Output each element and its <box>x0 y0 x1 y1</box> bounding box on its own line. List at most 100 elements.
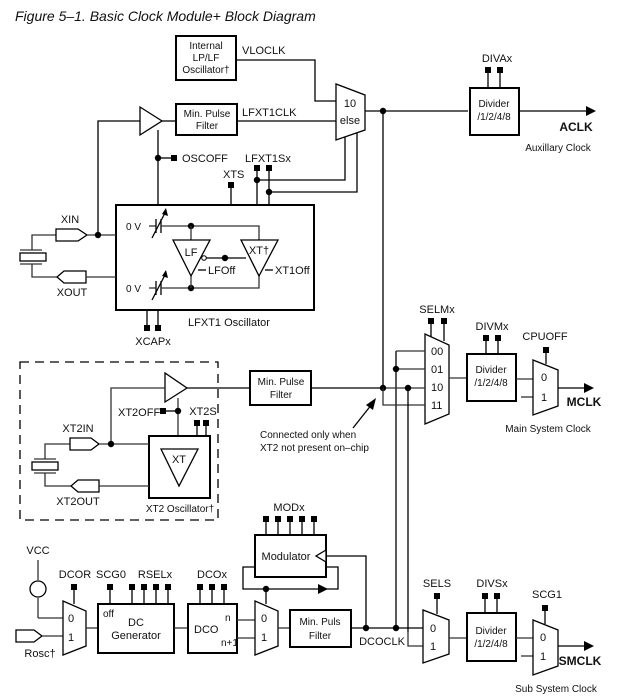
dc-off-label: off <box>103 609 114 620</box>
min-pulse-1-line2: Filter <box>196 121 219 132</box>
oscoff-pin <box>171 155 177 161</box>
xcapx-label: XCAPx <box>135 336 171 348</box>
cpuoff-mux-input-0: 0 <box>541 372 547 384</box>
current-source-icon <box>29 580 47 598</box>
scg1-mux <box>532 619 559 676</box>
xt2off-label: XT2OFF <box>118 407 160 419</box>
dc-generator-label-1: DC <box>128 617 144 629</box>
xin-label: XIN <box>61 214 79 226</box>
sels-pin <box>434 593 440 599</box>
divsx-pin-2 <box>494 593 500 599</box>
internal-osc-label-2: LP/LF <box>193 53 220 64</box>
sels-label: SELS <box>423 578 451 590</box>
divider-a-label-1: Divider <box>478 99 510 110</box>
xt2-crystal-icon <box>31 461 59 471</box>
dco-label: DCO <box>194 624 219 636</box>
min-pulse-filter-1 <box>175 103 238 136</box>
divmx-label: DIVMx <box>476 321 510 333</box>
xcapx-pin-2 <box>155 325 161 331</box>
dco-mux-input-1: 1 <box>261 632 267 644</box>
xt-label: XT <box>172 454 186 466</box>
note-arrow-icon <box>366 398 376 410</box>
min-pulse-2-line2: Filter <box>270 390 293 401</box>
mclk-arrow-icon <box>584 383 594 393</box>
internal-oscillator-block <box>175 35 237 81</box>
aclk-mux <box>335 83 366 141</box>
figure-title: Figure 5–1. Basic Clock Module+ Block Di… <box>15 8 316 24</box>
mclk-description: Main System Clock <box>505 424 592 435</box>
dcoclk-label: DCOCLK <box>359 636 406 648</box>
rosc-label: Rosc† <box>24 648 55 660</box>
xt-amplifier <box>159 448 200 488</box>
divider-m-label-1: Divider <box>475 365 507 376</box>
cpuoff-pin <box>543 347 549 353</box>
xt2in-label: XT2IN <box>62 423 93 435</box>
xcapx-pin-1 <box>144 325 150 331</box>
dcox-label: DCOx <box>197 569 227 581</box>
min-pulse-3-line1: Min. Puls <box>299 617 340 628</box>
aclk-mux-input-else: else <box>340 115 360 127</box>
selm-input-11: 11 <box>431 400 442 412</box>
dco-n-label: n <box>225 613 231 624</box>
dcor-mux-input-0: 0 <box>68 613 74 625</box>
selmx-pin-1 <box>428 318 434 324</box>
cpuoff-mux-input-1: 1 <box>541 392 547 404</box>
internal-osc-label-3: Oscillator† <box>182 65 229 76</box>
rselx-pins <box>129 584 171 604</box>
dco-n1-label: n+1 <box>221 638 238 649</box>
min-pulse-2-line1: Min. Pulse <box>258 377 305 388</box>
xt2-buffer <box>164 371 189 404</box>
cpuoff-label: CPUOFF <box>522 331 568 343</box>
lfxt1clk-label: LFXT1CLK <box>242 107 297 119</box>
modx-pins <box>263 516 317 535</box>
rselx-label: RSELx <box>138 569 173 581</box>
divax-label: DIVAx <box>482 53 513 65</box>
aclk-label: ACLK <box>559 120 593 134</box>
divax-pin-2 <box>497 67 503 73</box>
rosc-pin <box>15 629 44 643</box>
lfxt1sx-label: LFXT1Sx <box>245 153 291 165</box>
scg1-pin <box>542 605 548 611</box>
xt2out-pin <box>70 479 100 493</box>
xt1off-label: XT1Off <box>275 265 311 277</box>
lfxt1sx-wire-2 <box>269 132 358 193</box>
sels-mux-input-1: 1 <box>430 641 436 653</box>
dcor-label: DCOR <box>59 569 91 581</box>
xt2-optional-region <box>19 361 219 521</box>
sels-mux <box>422 609 450 664</box>
min-pulse-1-line1: Min. Pulse <box>184 109 231 120</box>
selm-input-00: 00 <box>431 346 443 358</box>
divider-s-block <box>466 612 517 662</box>
cpuoff-mux <box>532 359 559 416</box>
divsx-pin-1 <box>482 593 488 599</box>
xout-label: XOUT <box>57 287 88 299</box>
scg1-label: SCG1 <box>532 589 562 601</box>
divider-s-label-1: Divider <box>475 626 507 637</box>
dcor-pin <box>71 584 77 590</box>
vloclk-wire <box>236 59 336 102</box>
modx-label: MODx <box>273 502 305 514</box>
xt2in-pin <box>69 437 101 451</box>
xt1-amplifier <box>239 239 280 278</box>
xout-pin <box>56 270 87 284</box>
crystal-icon <box>19 252 47 262</box>
lfxt1-buffer <box>139 105 164 137</box>
selmx-pin-2 <box>441 318 447 324</box>
aclk-description: Auxillary Clock <box>525 143 592 154</box>
mclk-label: MCLK <box>567 395 602 409</box>
xt2out-label: XT2OUT <box>56 496 100 508</box>
lfxt1-label: LFXT1 Oscillator <box>188 317 270 329</box>
dco-mux-input-0: 0 <box>261 613 267 625</box>
divax-pin-1 <box>485 67 491 73</box>
divider-a-block <box>469 87 520 136</box>
aclk-arrow-icon <box>586 106 596 116</box>
divider-m-label-2: /1/2/4/8 <box>474 378 508 389</box>
scg1-mux-input-0: 0 <box>540 632 546 644</box>
xts-label: XTS <box>223 169 244 181</box>
zero-v-top-label: 0 V <box>126 222 141 233</box>
note-line-2: XT2 not present on–chip <box>260 443 369 454</box>
lf-label: LF <box>185 247 198 259</box>
smclk-label: SMCLK <box>559 654 602 668</box>
dcox-pins <box>197 584 227 604</box>
